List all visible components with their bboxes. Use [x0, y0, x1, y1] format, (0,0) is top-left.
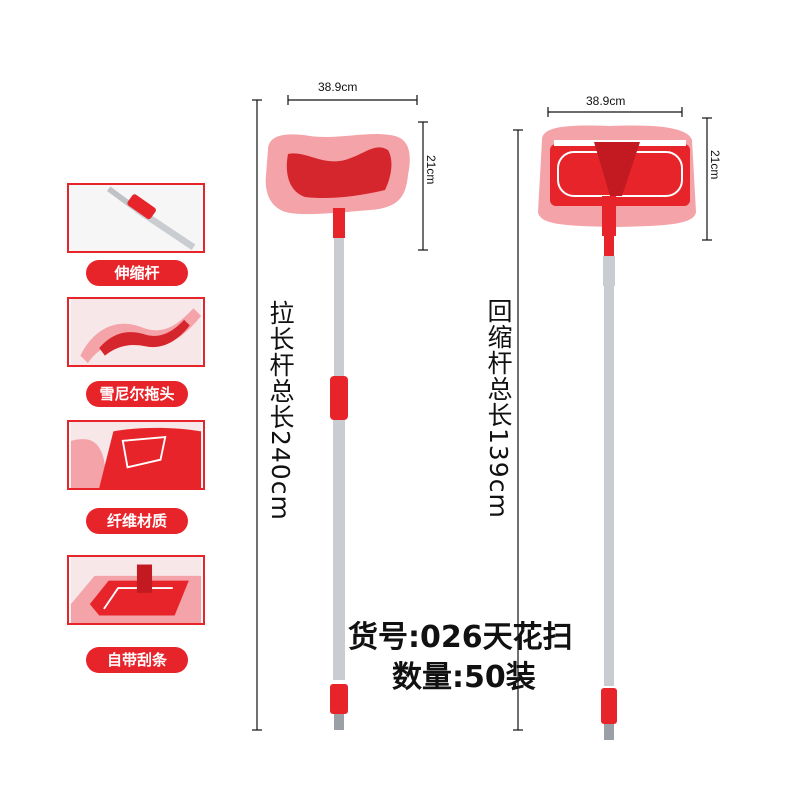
fiber-material-photo	[70, 422, 202, 488]
quantity: 数量:50装	[392, 660, 536, 695]
left-width-label: 38.9cm	[318, 80, 358, 94]
built-in-scraper-photo	[70, 557, 202, 623]
right-height-label: 21cm	[708, 150, 722, 180]
feature-label-chenille: 雪尼尔拖头	[86, 381, 188, 407]
right-total-length-label: 回缩杆总长139cm	[484, 298, 513, 519]
feature-thumbnail-scraper	[67, 555, 205, 625]
feature-label-scraper: 自带刮条	[86, 647, 188, 673]
feature-thumbnail-fiber	[67, 420, 205, 490]
extended-mop-illustration	[252, 95, 428, 731]
feature-thumbnail-telescopic	[67, 183, 205, 253]
left-total-length-label: 拉长杆总长240cm	[266, 300, 295, 521]
retracted-mop-illustration	[513, 107, 712, 740]
left-height-label: 21cm	[424, 155, 438, 185]
item-number: 货号:026天花扫	[348, 620, 573, 655]
feature-thumbnail-chenille	[67, 297, 205, 367]
chenille-mop-head-photo	[70, 299, 202, 365]
right-width-label: 38.9cm	[586, 94, 626, 108]
feature-label-fiber: 纤维材质	[86, 508, 188, 534]
feature-label-telescopic: 伸缩杆	[86, 260, 188, 286]
telescopic-pole-photo	[70, 185, 202, 251]
